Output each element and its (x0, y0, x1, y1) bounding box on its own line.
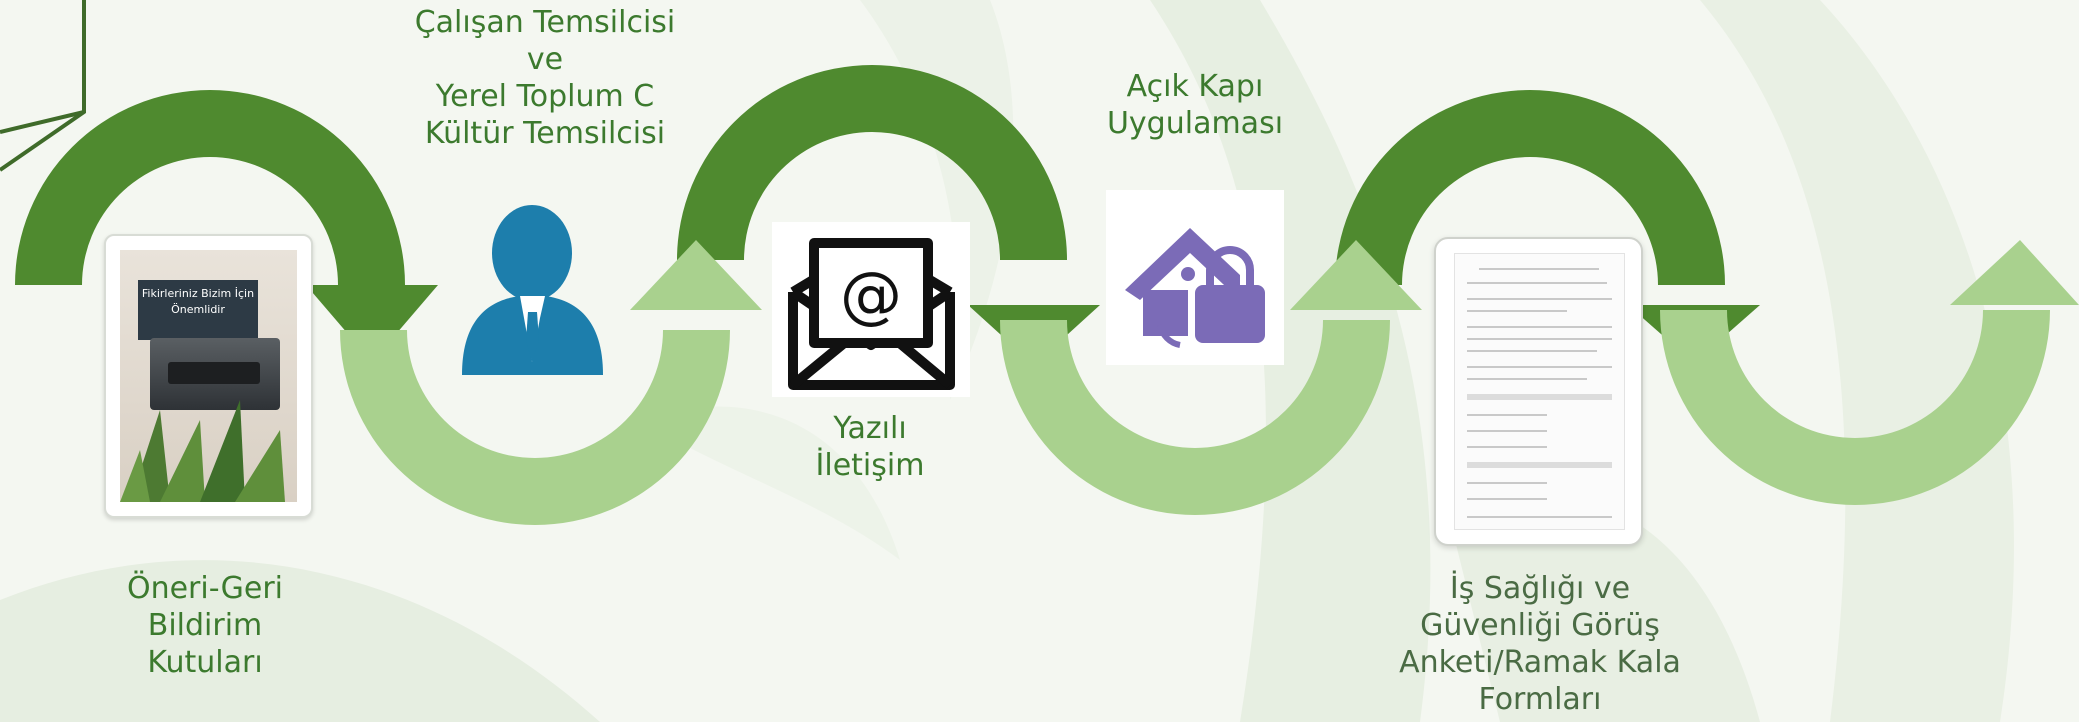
light-arc-1 (340, 330, 730, 525)
corner-tag (0, 0, 86, 172)
light-arrowhead-1 (630, 240, 762, 310)
form-document-icon (1434, 237, 1643, 546)
step-label-representatives: Çalışan Temsilcisi ve Yerel Toplum C Kül… (414, 5, 676, 151)
light-arc-2 (1000, 320, 1390, 515)
feedback-box-sign: Fikirleriniz Bizim İçin Önemlidir (138, 280, 258, 340)
form-document (1454, 253, 1625, 530)
dark-arc-1 (15, 90, 405, 285)
feedback-box-photo: Fikirleriniz Bizim İçin Önemlidir (104, 234, 313, 518)
person-icon (462, 205, 603, 375)
step-label-feedback-boxes: Öneri-Geri Bildirim Kutuları (126, 571, 284, 680)
light-arc-3 (1660, 310, 2050, 505)
dark-arc-3 (1335, 90, 1725, 285)
dark-arc-2 (677, 65, 1067, 260)
light-arrowhead-3 (1950, 240, 2079, 305)
at-sign: @ (840, 258, 902, 331)
open-door-house-icon (1125, 228, 1265, 348)
step-label-written-communication: Yazılı İletişim (815, 411, 925, 483)
dark-arrowhead-1 (306, 285, 438, 362)
step-label-ohs-survey: İş Sağlığı ve Güvenliği Görüş Anketi/Ram… (1399, 571, 1681, 717)
feedback-box-slot (168, 362, 260, 384)
light-arcs (340, 240, 2079, 525)
plant-leaves (120, 400, 285, 502)
light-arrowhead-2 (1290, 240, 1422, 310)
step-label-open-door: Açık Kapı Uygulaması (1106, 69, 1284, 141)
envelope-at-icon (788, 238, 955, 390)
